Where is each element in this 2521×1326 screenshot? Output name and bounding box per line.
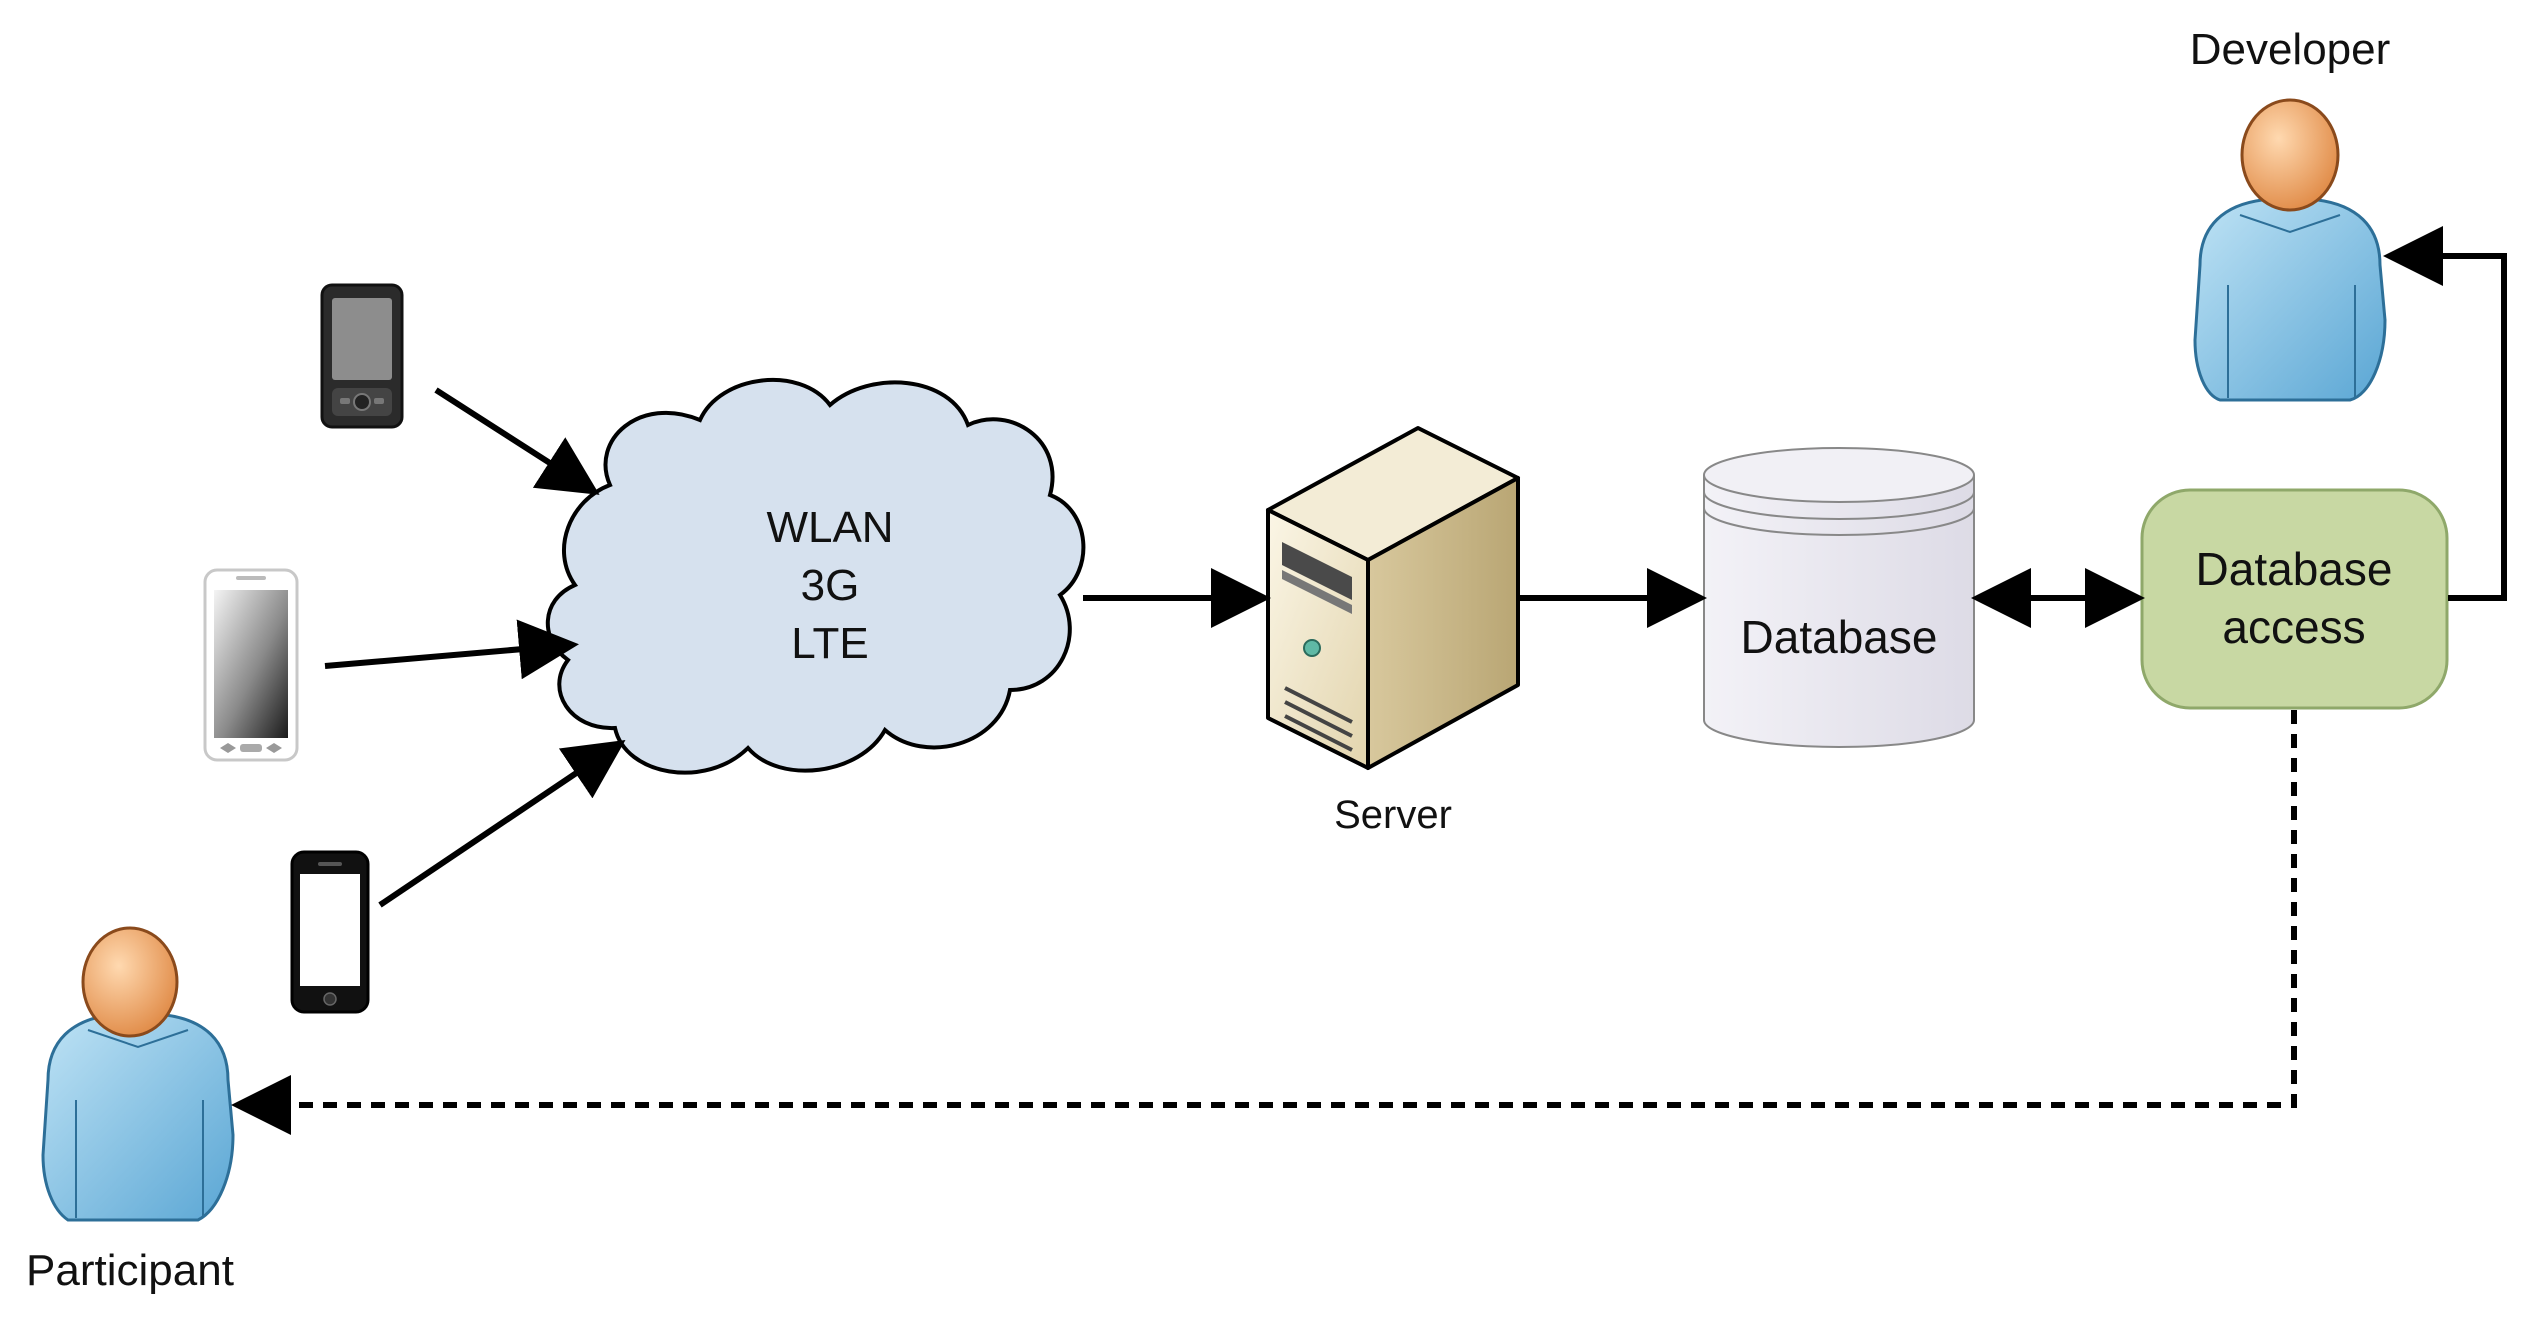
arrow-phone-top-to-cloud bbox=[434, 387, 600, 495]
cloud-label-wlan: WLAN bbox=[766, 503, 893, 552]
arrow-phone-middle-to-cloud bbox=[324, 619, 579, 680]
database-access-label-line1: Database bbox=[2196, 543, 2393, 595]
smartphone-white-icon bbox=[203, 568, 299, 762]
database-cylinder-icon bbox=[1703, 447, 1975, 748]
participant-label: Participant bbox=[26, 1246, 234, 1295]
server-label: Server bbox=[1334, 793, 1452, 837]
cloud-label-3g: 3G bbox=[801, 561, 860, 610]
database-access-box bbox=[2140, 488, 2449, 710]
developer-person-icon bbox=[2193, 98, 2387, 402]
database-access-label-line2: access bbox=[2222, 601, 2365, 653]
cloud-label-lte: LTE bbox=[791, 619, 868, 668]
feature-phone-icon bbox=[320, 283, 404, 429]
developer-label: Developer bbox=[2190, 25, 2391, 74]
arrow-phone-bottom-to-cloud bbox=[378, 739, 626, 908]
server-tower-icon bbox=[1266, 426, 1520, 770]
database-label: Database bbox=[1741, 611, 1938, 663]
smartphone-black-icon bbox=[290, 850, 370, 1014]
participant-person-icon bbox=[41, 926, 235, 1222]
arrow-access-to-participant-dashed bbox=[231, 710, 2297, 1135]
arrow-access-to-developer bbox=[2383, 226, 2507, 601]
